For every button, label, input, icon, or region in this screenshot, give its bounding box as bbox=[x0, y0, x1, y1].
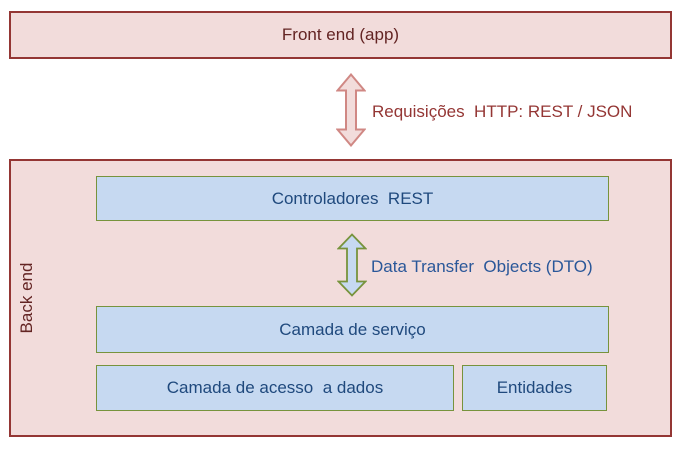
back-end-container: Back end Controladores REST Data Transfe… bbox=[9, 159, 672, 437]
dto-label-text: Data Transfer Objects (DTO) bbox=[371, 257, 593, 276]
dto-label: Data Transfer Objects (DTO) bbox=[371, 255, 593, 279]
back-end-label: Back end bbox=[17, 262, 36, 334]
rest-controllers-label: Controladores REST bbox=[271, 188, 434, 208]
http-requests-label: Requisições HTTP: REST / JSON bbox=[372, 100, 632, 124]
data-access-layer-box: Camada de acesso a dados bbox=[96, 365, 454, 411]
service-layer-label: Camada de serviço bbox=[279, 319, 426, 339]
rest-controllers-box: Controladores REST bbox=[96, 176, 609, 221]
data-access-layer-label: Camada de acesso a dados bbox=[166, 378, 384, 397]
dto-arrow-icon bbox=[337, 233, 367, 297]
front-end-box: Front end (app) bbox=[9, 11, 672, 59]
service-layer-box: Camada de serviço bbox=[96, 306, 609, 353]
http-requests-label-text: Requisições HTTP: REST / JSON bbox=[372, 102, 633, 121]
http-requests-arrow-icon bbox=[336, 73, 366, 147]
front-end-label: Front end (app) bbox=[281, 25, 400, 44]
entities-label: Entidades bbox=[496, 378, 573, 397]
entities-box: Entidades bbox=[462, 365, 607, 411]
